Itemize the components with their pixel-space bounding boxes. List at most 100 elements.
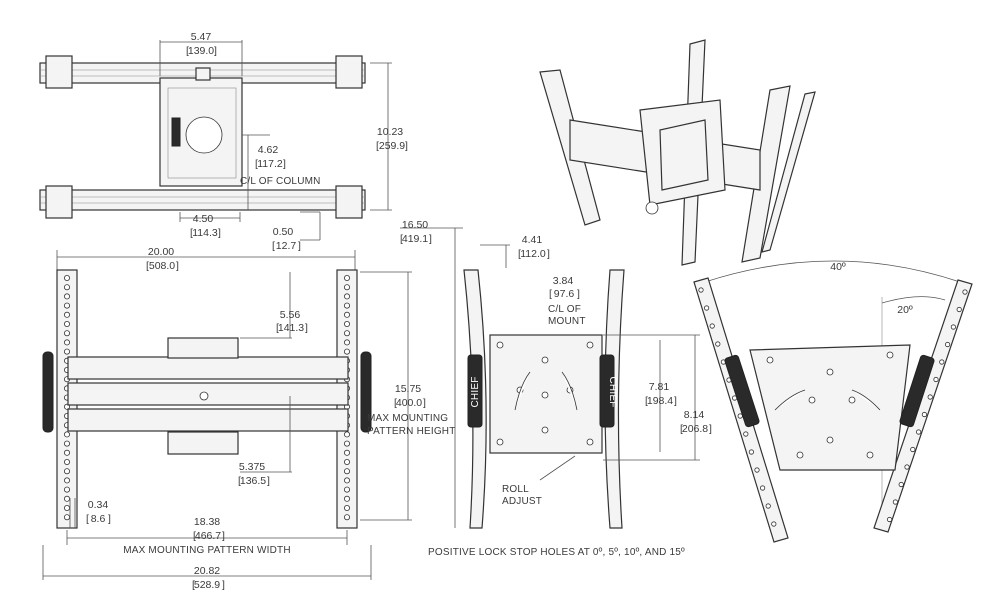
mount-hole bbox=[904, 464, 910, 470]
mount-hole bbox=[921, 411, 928, 418]
mount-hole bbox=[866, 451, 874, 459]
mount-hole bbox=[950, 324, 957, 330]
mount-hole bbox=[64, 348, 71, 355]
front-dim-5080: 508.0 bbox=[149, 260, 175, 272]
front-dim-4667: 466.7 bbox=[195, 530, 221, 542]
svg-text:[: [ bbox=[238, 475, 241, 487]
svg-text:]: ] bbox=[283, 158, 286, 170]
mount-hole bbox=[343, 311, 350, 318]
tilt-angle-40: 40º bbox=[830, 261, 846, 273]
top-dim-1023: 10.23 bbox=[377, 126, 403, 138]
front-dim-1365: 136.5 bbox=[240, 475, 266, 487]
front-dim-5375: 5.375 bbox=[239, 461, 265, 473]
max-pattern-width-label: MAX MOUNTING PATTERN WIDTH bbox=[123, 545, 291, 556]
svg-text:[: [ bbox=[190, 227, 193, 239]
mount-hole bbox=[343, 330, 350, 337]
mount-hole bbox=[944, 341, 951, 348]
svg-text:[: [ bbox=[680, 423, 683, 435]
svg-text:[: [ bbox=[394, 397, 397, 409]
mount-hole bbox=[765, 503, 771, 509]
cl-of-column-label: C/L OF COLUMN bbox=[240, 176, 321, 187]
mount-hole bbox=[343, 302, 350, 309]
mount-hole bbox=[64, 302, 71, 309]
svg-text:]: ] bbox=[176, 260, 179, 272]
mount-hole bbox=[64, 449, 71, 456]
mount-hole bbox=[759, 485, 766, 491]
top-dim-547: 5.47 bbox=[191, 31, 212, 43]
svg-text:]: ] bbox=[547, 248, 550, 260]
svg-text:]: ] bbox=[405, 140, 408, 152]
top-dim-1143: 114.3 bbox=[192, 227, 218, 239]
mount-hole bbox=[343, 495, 350, 502]
mount-hole bbox=[715, 341, 721, 347]
mount-hole bbox=[343, 514, 350, 521]
svg-text:[: [ bbox=[86, 513, 89, 525]
svg-text:]: ] bbox=[222, 530, 225, 542]
mount-hole bbox=[64, 330, 71, 337]
mount-hole bbox=[343, 431, 350, 438]
mount-hole bbox=[64, 431, 71, 438]
mount-hole bbox=[343, 339, 350, 346]
mount-hole bbox=[64, 514, 71, 521]
svg-text:]: ] bbox=[577, 288, 580, 300]
front-dim-1575: 15.75 bbox=[395, 383, 421, 395]
mount-hole bbox=[496, 438, 504, 446]
mount-hole bbox=[343, 449, 350, 456]
mount-hole bbox=[754, 467, 760, 473]
mount-hole bbox=[766, 356, 774, 364]
svg-text:[: [ bbox=[255, 158, 258, 170]
mount-hole bbox=[64, 495, 71, 502]
front-dim-1413: 141.3 bbox=[278, 322, 304, 334]
mount-hole bbox=[848, 396, 856, 404]
mount-hole bbox=[898, 481, 904, 488]
top-dim-450: 4.50 bbox=[193, 213, 214, 225]
svg-text:[: [ bbox=[272, 240, 275, 252]
svg-text:]: ] bbox=[222, 579, 225, 591]
tilt-40-arc bbox=[704, 260, 961, 283]
mount-hole bbox=[343, 284, 350, 291]
front-rail-1 bbox=[67, 356, 349, 380]
tilt-angle-20: 20º bbox=[897, 304, 913, 316]
side-brand-right: CHIEF bbox=[607, 377, 618, 408]
mount-hole bbox=[826, 368, 834, 376]
tilt-20-arc bbox=[881, 296, 946, 304]
mount-hole bbox=[826, 436, 834, 444]
mount-hole bbox=[343, 320, 350, 327]
mount-hole bbox=[541, 426, 549, 434]
mount-hole bbox=[886, 516, 893, 523]
mount-hole bbox=[64, 284, 71, 291]
front-dim-5289: 528.9 bbox=[194, 579, 220, 591]
svg-text:]: ] bbox=[108, 513, 111, 525]
mount-hole bbox=[703, 305, 710, 311]
mount-hole bbox=[64, 339, 71, 346]
svg-text:[: [ bbox=[376, 140, 379, 152]
mount-hole bbox=[343, 504, 350, 511]
front-dim-034: 0.34 bbox=[88, 499, 109, 511]
mount-hole bbox=[64, 274, 71, 281]
top-dim-2599: 259.9 bbox=[379, 140, 405, 152]
side-dim-976: 97.6 bbox=[554, 288, 575, 300]
roll-adjust-label-2: ADJUST bbox=[502, 496, 542, 507]
tilt-view: 40º 20º bbox=[693, 260, 973, 543]
cl-of-mount-label-2: MOUNT bbox=[548, 316, 586, 327]
mount-hole bbox=[343, 274, 350, 281]
front-dim-86: 8.6 bbox=[91, 513, 106, 525]
side-dim-1120: 112.0 bbox=[520, 248, 546, 260]
front-dim-556: 5.56 bbox=[280, 309, 301, 321]
isometric-view bbox=[539, 39, 816, 266]
side-dim-814: 8.14 bbox=[684, 409, 705, 421]
mount-hole bbox=[886, 351, 894, 359]
mount-hole bbox=[910, 446, 916, 453]
max-pattern-height-label-1: MAX MOUNTING bbox=[367, 413, 448, 424]
svg-text:[: [ bbox=[549, 288, 552, 300]
side-dim-441: 4.41 bbox=[522, 234, 543, 246]
svg-text:]: ] bbox=[709, 423, 712, 435]
front-dim-2082: 20.82 bbox=[194, 565, 220, 577]
tilt-center-bracket bbox=[749, 344, 911, 471]
svg-text:]: ] bbox=[298, 240, 301, 252]
mount-hole bbox=[343, 293, 350, 300]
front-rail-3 bbox=[67, 408, 349, 432]
svg-text:]: ] bbox=[267, 475, 270, 487]
front-dim-2000: 20.00 bbox=[148, 246, 174, 258]
